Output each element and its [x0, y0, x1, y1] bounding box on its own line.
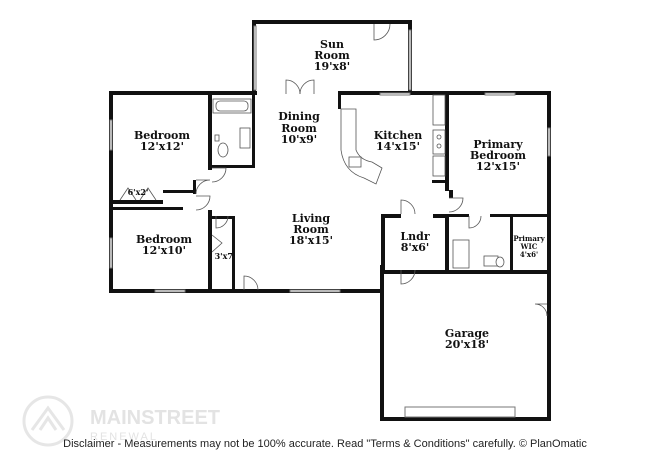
- bedroom-2-dims: 12'x10': [142, 244, 186, 257]
- bedroom-2-label: Bedroom: [136, 233, 192, 246]
- fixtures: [212, 94, 505, 269]
- living-room-label: Living: [292, 212, 330, 225]
- laundry-dims: 8'x6': [401, 241, 430, 254]
- doors: [119, 23, 548, 317]
- sun-room-dims: 19'x8': [314, 60, 350, 73]
- bedroom-1-label: Bedroom: [134, 129, 190, 142]
- logo-text: MAINSTREET: [90, 407, 220, 429]
- sun-room-label: Sun: [320, 38, 344, 51]
- garage-dims: 20'x18': [445, 338, 489, 351]
- kitchen-label: Kitchen: [374, 129, 423, 142]
- logo-subtext: RENEWAL: [90, 431, 158, 443]
- living-room-dims: 18'x15': [289, 234, 333, 247]
- laundry-label: Lndr: [400, 230, 429, 243]
- disclaimer-text: Disclaimer - Measurements may not be 100…: [63, 438, 587, 450]
- dining-room-label-2: Room: [281, 122, 317, 135]
- bedroom-1-dims: 12'x12': [140, 140, 184, 153]
- closet-2-dims: 3'x7': [215, 251, 236, 261]
- primary-bedroom-label: Primary: [473, 138, 523, 151]
- living-room-label-2: Room: [293, 223, 329, 236]
- primary-wic-dims: 4'x6': [520, 250, 538, 259]
- sun-room-label-2: Room: [314, 49, 350, 62]
- dining-room-dims: 10'x9': [281, 133, 317, 146]
- primary-wic-label: Primary: [513, 234, 545, 243]
- closet-1-dims: 6'x2': [128, 187, 149, 197]
- watermark-logo: MAINSTREET RENEWAL: [22, 395, 220, 447]
- primary-bedroom-dims: 12'x15': [476, 160, 520, 173]
- garage-label: Garage: [445, 327, 489, 340]
- kitchen-dims: 14'x15': [376, 140, 420, 153]
- primary-bedroom-label-2: Bedroom: [470, 149, 526, 162]
- room-labels: Sun Room 19'x8' Dining Room 10'x9' Kitch…: [128, 38, 546, 351]
- dining-room-label: Dining: [278, 110, 320, 123]
- windows: [109, 25, 551, 418]
- primary-wic-label-2: WIC: [520, 242, 538, 251]
